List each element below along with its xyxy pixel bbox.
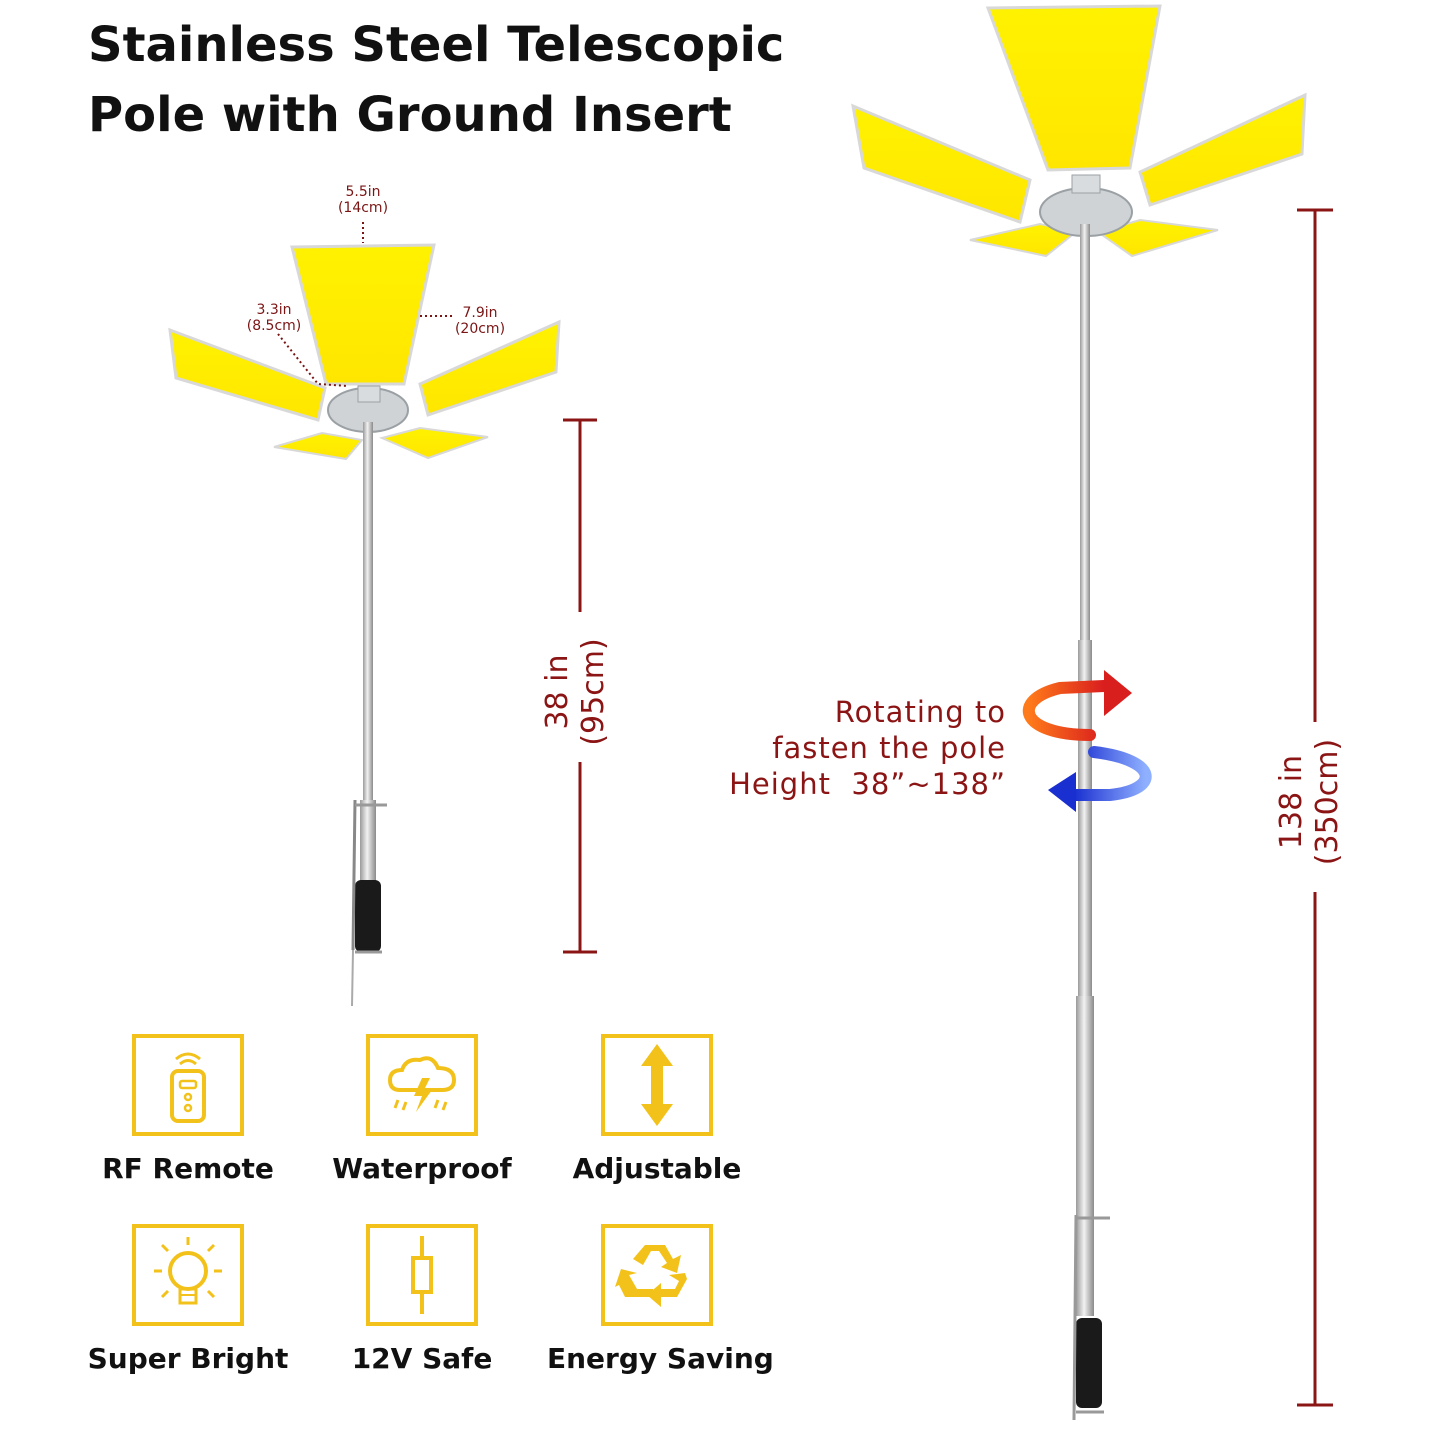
rotate-note-line-3: Height 38”~138” xyxy=(729,767,1006,801)
rotate-note-line-1: Rotating to xyxy=(834,695,1006,729)
tall-ground-insert-grip xyxy=(1076,1318,1102,1408)
side-panel-width-value: 3.3in xyxy=(256,302,292,318)
max-height-metric: (350cm) xyxy=(1310,738,1345,866)
side-panel-width-metric: (8.5cm) xyxy=(246,318,302,334)
title-line-1: Stainless Steel Telescopic xyxy=(88,17,785,73)
feature-label: 12V Safe xyxy=(351,1342,493,1375)
recycle-icon xyxy=(601,1224,713,1326)
short-pole-base xyxy=(360,800,376,890)
feature-adjustable: Adjustable xyxy=(547,1034,767,1185)
title-line-2: Pole with Ground Insert xyxy=(88,87,732,143)
fuse-icon xyxy=(366,1224,478,1326)
rotate-counterclockwise-arrow xyxy=(1068,746,1152,801)
feature-label: Super Bright xyxy=(87,1342,289,1375)
feature-super-bright: Super Bright xyxy=(78,1224,298,1375)
feature-12v-safe: 12V Safe xyxy=(312,1224,532,1375)
lamp-hub-cap xyxy=(357,385,381,403)
lower-left-led-panel xyxy=(273,431,364,461)
feature-label: Adjustable xyxy=(572,1152,742,1185)
max-height-label: 138 in (350cm) xyxy=(1274,712,1354,892)
right-led-panel xyxy=(418,319,561,417)
short-lamp-illustration xyxy=(168,222,597,1007)
remote-icon xyxy=(132,1034,244,1136)
tall-pole-upper xyxy=(1080,224,1090,644)
ground-insert-stake xyxy=(351,799,357,951)
panel-width-value: 5.5in xyxy=(345,184,381,200)
rotate-clockwise-arrow xyxy=(1022,680,1110,741)
short-pole xyxy=(363,422,373,802)
top-led-panel xyxy=(290,243,436,386)
tall-top-led-panel xyxy=(985,4,1162,172)
max-height-value: 138 in xyxy=(1274,754,1309,850)
feature-energy-saving: Energy Saving xyxy=(547,1224,774,1375)
panel-length-label: 7.9in (20cm) xyxy=(440,305,520,337)
feature-waterproof: Waterproof xyxy=(312,1034,532,1185)
tall-left-led-panel xyxy=(851,103,1032,224)
feature-label: Waterproof xyxy=(332,1152,512,1185)
tall-pole-middle xyxy=(1078,640,1092,1000)
ground-insert-grip xyxy=(355,880,381,952)
lower-right-led-panel xyxy=(378,426,489,460)
storm-cloud-icon xyxy=(366,1034,478,1136)
min-height-label: 38 in (95cm) xyxy=(540,622,620,762)
tall-pole-lower xyxy=(1076,996,1094,1316)
page-title: Stainless Steel Telescopic Pole with Gro… xyxy=(88,10,784,150)
rotate-note-line-2: fasten the pole xyxy=(772,731,1006,765)
panel-width-metric: (14cm) xyxy=(337,200,389,216)
min-height-metric: (95cm) xyxy=(576,638,611,746)
left-led-panel xyxy=(168,327,327,422)
tall-lamp-illustration xyxy=(851,4,1333,1421)
panel-width-label: 5.5in (14cm) xyxy=(323,184,403,216)
panel-length-value: 7.9in xyxy=(462,305,498,321)
min-height-value: 38 in xyxy=(540,654,575,730)
lightbulb-icon xyxy=(132,1224,244,1326)
rotate-note: Rotating to fasten the pole Height 38”~1… xyxy=(729,694,1006,802)
feature-label: RF Remote xyxy=(102,1152,274,1185)
panel-length-metric: (20cm) xyxy=(454,321,506,337)
vertical-arrows-icon xyxy=(601,1034,713,1136)
feature-label: Energy Saving xyxy=(547,1342,774,1375)
feature-rf-remote: RF Remote xyxy=(78,1034,298,1185)
tall-right-led-panel xyxy=(1138,92,1307,207)
side-panel-width-label: 3.3in (8.5cm) xyxy=(234,302,314,334)
